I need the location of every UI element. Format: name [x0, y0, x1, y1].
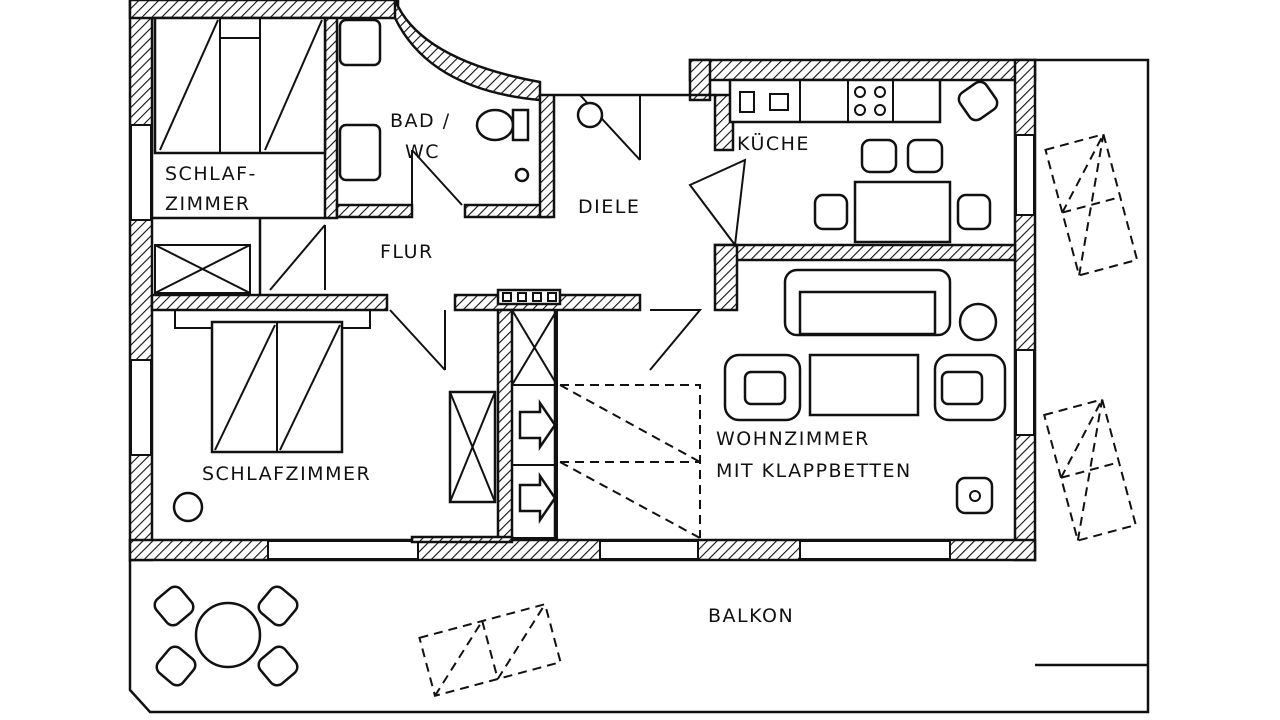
- bathroom-fixtures: [338, 18, 530, 183]
- label-diele: DIELE: [578, 196, 640, 218]
- label-wohnzimmer-line2: MIT KLAPPBETTEN: [716, 460, 912, 482]
- label-bad-line2: WC: [405, 141, 440, 163]
- label-kueche: KÜCHE: [737, 132, 810, 155]
- living-room-furniture: [511, 268, 1007, 539]
- label-schlafzimmer-1-line2: ZIMMER: [165, 193, 251, 215]
- label-balkon: BALKON: [708, 605, 794, 627]
- label-schlafzimmer-2: SCHLAFZIMMER: [202, 463, 371, 485]
- label-bad-line1: BAD /: [390, 110, 451, 132]
- kitchen-furniture: [728, 78, 999, 244]
- label-schlafzimmer-1-line1: SCHLAF-: [165, 163, 257, 185]
- balcony-furniture: [153, 133, 1139, 698]
- diele-coat-stand: [576, 101, 604, 129]
- bedroom-2-furniture: [172, 309, 497, 523]
- chimney: [496, 288, 562, 306]
- label-wohnzimmer-line1: WOHNZIMMER: [716, 428, 870, 450]
- bedroom-1-furniture: [153, 16, 327, 294]
- exterior-walls: [128, 0, 1037, 562]
- balcony: [128, 58, 1150, 714]
- label-flur: FLUR: [380, 241, 434, 263]
- doors: [269, 94, 747, 371]
